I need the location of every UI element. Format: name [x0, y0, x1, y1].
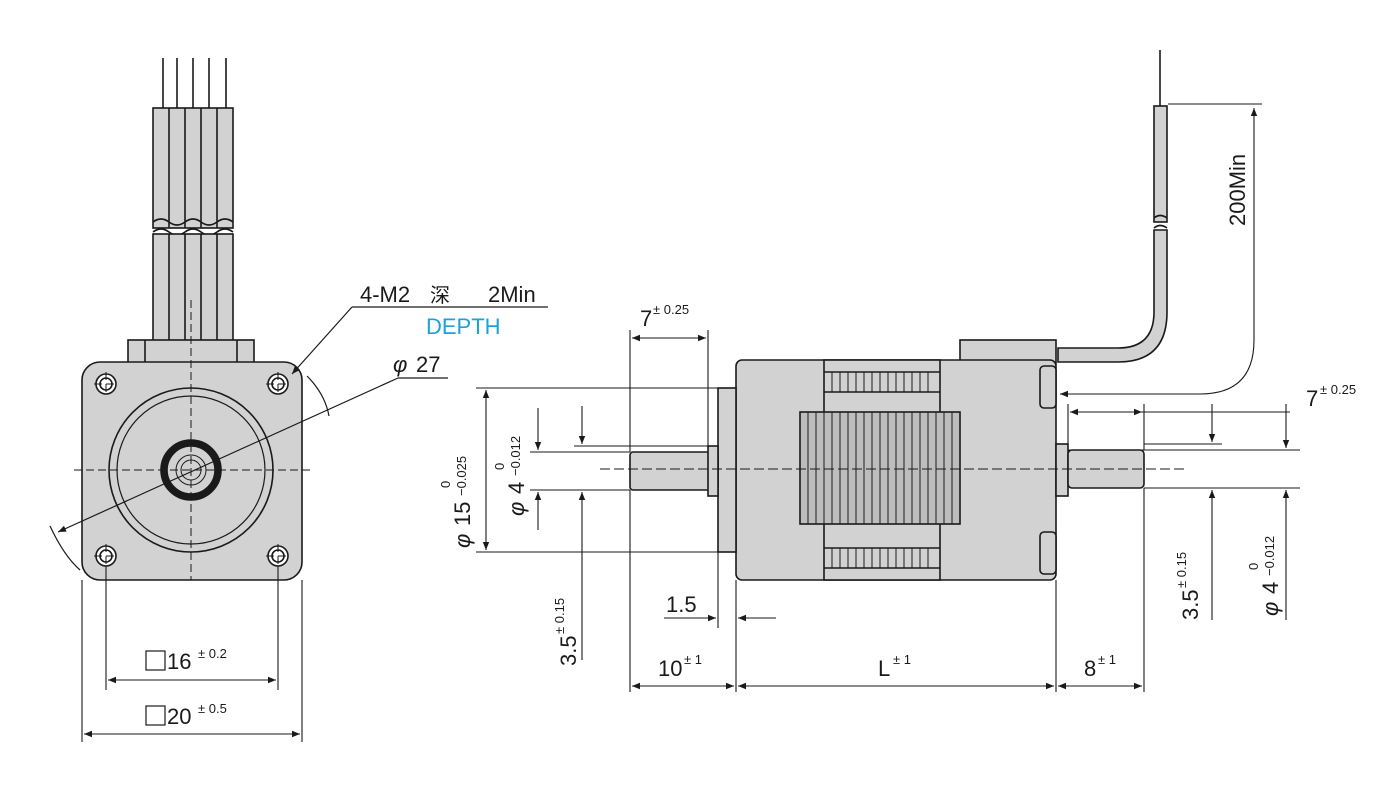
front-shaft-dia-label: φ 4 0 −0.012 [492, 436, 529, 516]
side-dimension-lines [476, 103, 1300, 692]
flange-thk-value: 1.5 [666, 592, 697, 617]
front-flat-tol: ± 0.15 [552, 598, 567, 634]
lead-wire-side [1057, 50, 1168, 363]
side-view [600, 50, 1186, 581]
front-centerlines [74, 300, 312, 580]
lead-wires-front [152, 58, 234, 347]
shaft-len-front-value: 10 [658, 656, 682, 681]
pcd-dimension-line [49, 375, 448, 571]
pilot-dia-prefix: φ [393, 352, 407, 377]
front-flat-label: 3.5 ± 0.15 [552, 598, 581, 666]
rear-shaft-dia-prefix: φ [1258, 602, 1283, 616]
stator-hatching [831, 372, 929, 568]
flat-len-front-tol: ± 0.25 [653, 302, 689, 317]
front-shaft [629, 451, 719, 491]
winding-lines [807, 412, 953, 524]
front-flange [717, 387, 737, 553]
rear-shaft-dia-label: φ 4 0 −0.012 [1246, 536, 1283, 616]
flat-len-rear-value: 7 [1306, 386, 1318, 411]
flange-dia-label: φ 15 0 −0.025 [438, 456, 475, 548]
depth-english-note: DEPTH [426, 314, 501, 339]
lead-length-label: 200Min [1225, 154, 1250, 226]
front-shaft-dia-upper: 0 [492, 463, 507, 470]
body-len-value: L [878, 656, 890, 681]
flange-dia-value: 15 [450, 502, 475, 526]
front-shaft-dia-prefix: φ [504, 502, 529, 516]
rear-flat-label: 3.5 ± 0.15 [1174, 552, 1203, 620]
square-16-value: 16 [167, 649, 191, 674]
square-16-tol: ± 0.2 [198, 646, 227, 661]
rear-boss [1055, 443, 1069, 497]
front-shaft-dia-value: 4 [504, 482, 529, 494]
thread-callout-leader [291, 306, 548, 375]
flange-dia-lower: −0.025 [454, 456, 469, 496]
depth-value-text: 2Min [488, 282, 536, 307]
lead-length-value: 200Min [1225, 154, 1250, 226]
rear-shaft-dia-lower: −0.012 [1262, 536, 1277, 576]
thread-callout-text: 4-M2 [360, 282, 410, 307]
square-symbol-16 [145, 650, 166, 671]
front-shaft-dia-lower: −0.012 [508, 436, 523, 476]
body-len-tol: ± 1 [893, 652, 911, 667]
rear-flat-tol: ± 0.15 [1174, 552, 1189, 588]
square-20-value: 20 [167, 704, 191, 729]
rear-shaft-dia-upper: 0 [1246, 563, 1261, 570]
front-flat-value: 3.5 [556, 635, 581, 666]
depth-cjk-text: 深 [430, 284, 450, 307]
pilot-dia-value: 27 [416, 352, 440, 377]
square-symbol-20 [145, 705, 166, 726]
rear-shaft-dia-value: 4 [1258, 582, 1283, 594]
shaft-len-rear-value: 8 [1084, 656, 1096, 681]
flange-dia-prefix: φ [450, 534, 475, 548]
square-20-tol: ± 0.5 [198, 701, 227, 716]
square-extension-lines [81, 566, 303, 742]
flange-dia-upper: 0 [438, 481, 453, 488]
flat-len-rear-tol: ± 0.25 [1320, 382, 1356, 397]
shaft-len-front-tol: ± 1 [684, 652, 702, 667]
flat-len-front-value: 7 [640, 306, 652, 331]
rear-flat-value: 3.5 [1178, 589, 1203, 620]
front-view [49, 58, 548, 742]
shaft-len-rear-tol: ± 1 [1098, 652, 1116, 667]
